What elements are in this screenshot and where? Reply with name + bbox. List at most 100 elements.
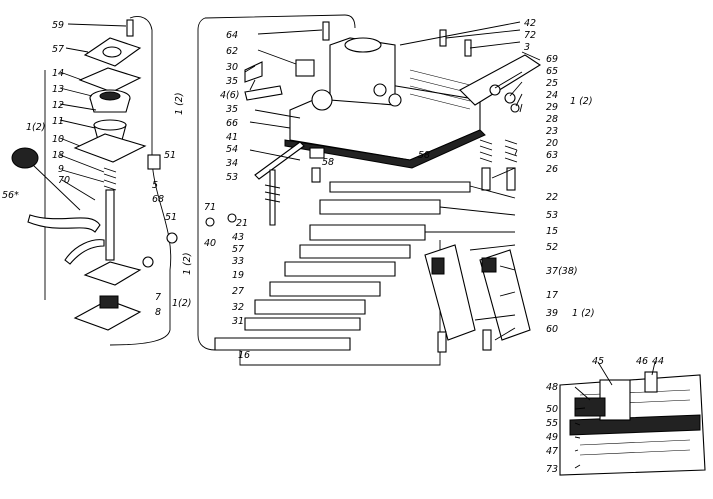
boot-13-cap bbox=[99, 91, 121, 101]
plug-26a bbox=[481, 167, 491, 191]
label-35-b: 35 bbox=[226, 104, 238, 115]
ball-40 bbox=[227, 213, 237, 223]
label-1-2-e: 1 (2) bbox=[570, 96, 593, 107]
label-53-b: 53 bbox=[546, 210, 558, 221]
housing-port-1 bbox=[373, 83, 387, 97]
bracket-30 bbox=[244, 61, 263, 83]
label-14: 14 bbox=[52, 68, 64, 79]
label-16: 16 bbox=[238, 350, 250, 361]
spring-63 bbox=[504, 139, 518, 163]
label-29: 29 bbox=[546, 102, 558, 113]
gear-lever-assembly bbox=[11, 16, 178, 346]
label-27: 27 bbox=[232, 286, 244, 297]
rod-54 bbox=[254, 141, 305, 180]
label-52: 52 bbox=[546, 242, 558, 253]
label-21: 21 bbox=[236, 218, 248, 229]
rail-33 bbox=[284, 261, 396, 277]
rail-22 bbox=[329, 181, 471, 193]
bolt-39 bbox=[437, 331, 447, 353]
label-70: 70 bbox=[58, 175, 70, 186]
ball-71 bbox=[205, 217, 215, 227]
bushing-7 bbox=[99, 295, 119, 309]
label-58-a: 58 bbox=[322, 157, 334, 168]
spring-18 bbox=[103, 167, 117, 191]
label-17: 17 bbox=[546, 290, 558, 301]
label-47: 47 bbox=[546, 446, 558, 457]
label-65: 65 bbox=[546, 66, 558, 77]
label-72: 72 bbox=[524, 30, 536, 41]
cover-12-top bbox=[93, 119, 127, 131]
label-28: 28 bbox=[546, 114, 558, 125]
rail-15 bbox=[309, 224, 426, 241]
label-42: 42 bbox=[524, 18, 536, 29]
nut-51b bbox=[166, 232, 178, 244]
plug-26b bbox=[506, 167, 516, 191]
label-49: 49 bbox=[546, 432, 558, 443]
label-1-2-a: 1(2) bbox=[26, 122, 46, 133]
label-46: 46 bbox=[636, 356, 648, 367]
housing-tower-bore bbox=[344, 37, 382, 53]
part-number-labels: 59 57 14 13 12 11 10 18 9 70 56* 1(2) 51… bbox=[2, 18, 664, 475]
rail-32b bbox=[254, 299, 366, 315]
shift-housing-assembly bbox=[197, 14, 486, 351]
label-8: 8 bbox=[155, 307, 161, 318]
label-4-6: 4(6) bbox=[220, 90, 240, 101]
label-15: 15 bbox=[546, 226, 558, 237]
label-19: 19 bbox=[232, 270, 244, 281]
label-71: 71 bbox=[204, 202, 216, 213]
knob-56 bbox=[11, 147, 39, 169]
label-55: 55 bbox=[546, 418, 558, 429]
label-34: 34 bbox=[226, 158, 238, 169]
label-51-b: 51 bbox=[165, 212, 177, 223]
label-50: 50 bbox=[546, 404, 558, 415]
bolt-64 bbox=[322, 21, 330, 41]
leader-lines bbox=[59, 21, 656, 469]
lever-shaft bbox=[105, 189, 115, 261]
gasket-14 bbox=[78, 67, 142, 93]
label-59: 59 bbox=[52, 20, 64, 31]
housing-bracket-left bbox=[197, 17, 216, 351]
label-45: 45 bbox=[592, 356, 604, 367]
label-10: 10 bbox=[52, 134, 64, 145]
label-44: 44 bbox=[652, 356, 664, 367]
label-56: 56* bbox=[2, 190, 19, 201]
block-37 bbox=[481, 257, 497, 273]
ball-29 bbox=[510, 103, 520, 113]
housing-8 bbox=[73, 299, 142, 331]
label-58-b: 58 bbox=[418, 150, 430, 161]
nut-51 bbox=[147, 154, 161, 170]
label-37-38: 37(38) bbox=[546, 266, 578, 277]
label-69: 69 bbox=[546, 54, 558, 65]
block-52 bbox=[431, 257, 445, 275]
label-5: 5 bbox=[152, 180, 158, 191]
plug-58 bbox=[309, 147, 325, 159]
label-63: 63 bbox=[546, 150, 558, 161]
plate-10 bbox=[73, 133, 147, 163]
label-41: 41 bbox=[226, 132, 238, 143]
detent-53 bbox=[269, 169, 276, 226]
label-32: 32 bbox=[232, 302, 244, 313]
pin-68 bbox=[142, 256, 154, 268]
fork-assembly bbox=[424, 54, 542, 353]
rail-32 bbox=[269, 281, 381, 297]
label-1-2-f: 1 (2) bbox=[572, 308, 595, 319]
label-20: 20 bbox=[546, 138, 558, 149]
shift-rails bbox=[214, 181, 471, 366]
lever-link bbox=[64, 239, 105, 265]
label-64: 64 bbox=[226, 30, 238, 41]
boot-13-body bbox=[89, 97, 131, 113]
label-60: 60 bbox=[546, 324, 558, 335]
lever-bracket-line bbox=[109, 16, 172, 346]
label-13: 13 bbox=[52, 84, 64, 95]
rail-16 bbox=[214, 337, 351, 351]
bolt-72 bbox=[439, 29, 447, 47]
housing-gasket-58 bbox=[284, 129, 486, 169]
label-30: 30 bbox=[226, 62, 238, 73]
lever-arm bbox=[27, 214, 101, 233]
label-48: 48 bbox=[546, 382, 558, 393]
label-68: 68 bbox=[152, 194, 164, 205]
label-9: 9 bbox=[58, 164, 64, 175]
section-hatching bbox=[579, 389, 691, 456]
